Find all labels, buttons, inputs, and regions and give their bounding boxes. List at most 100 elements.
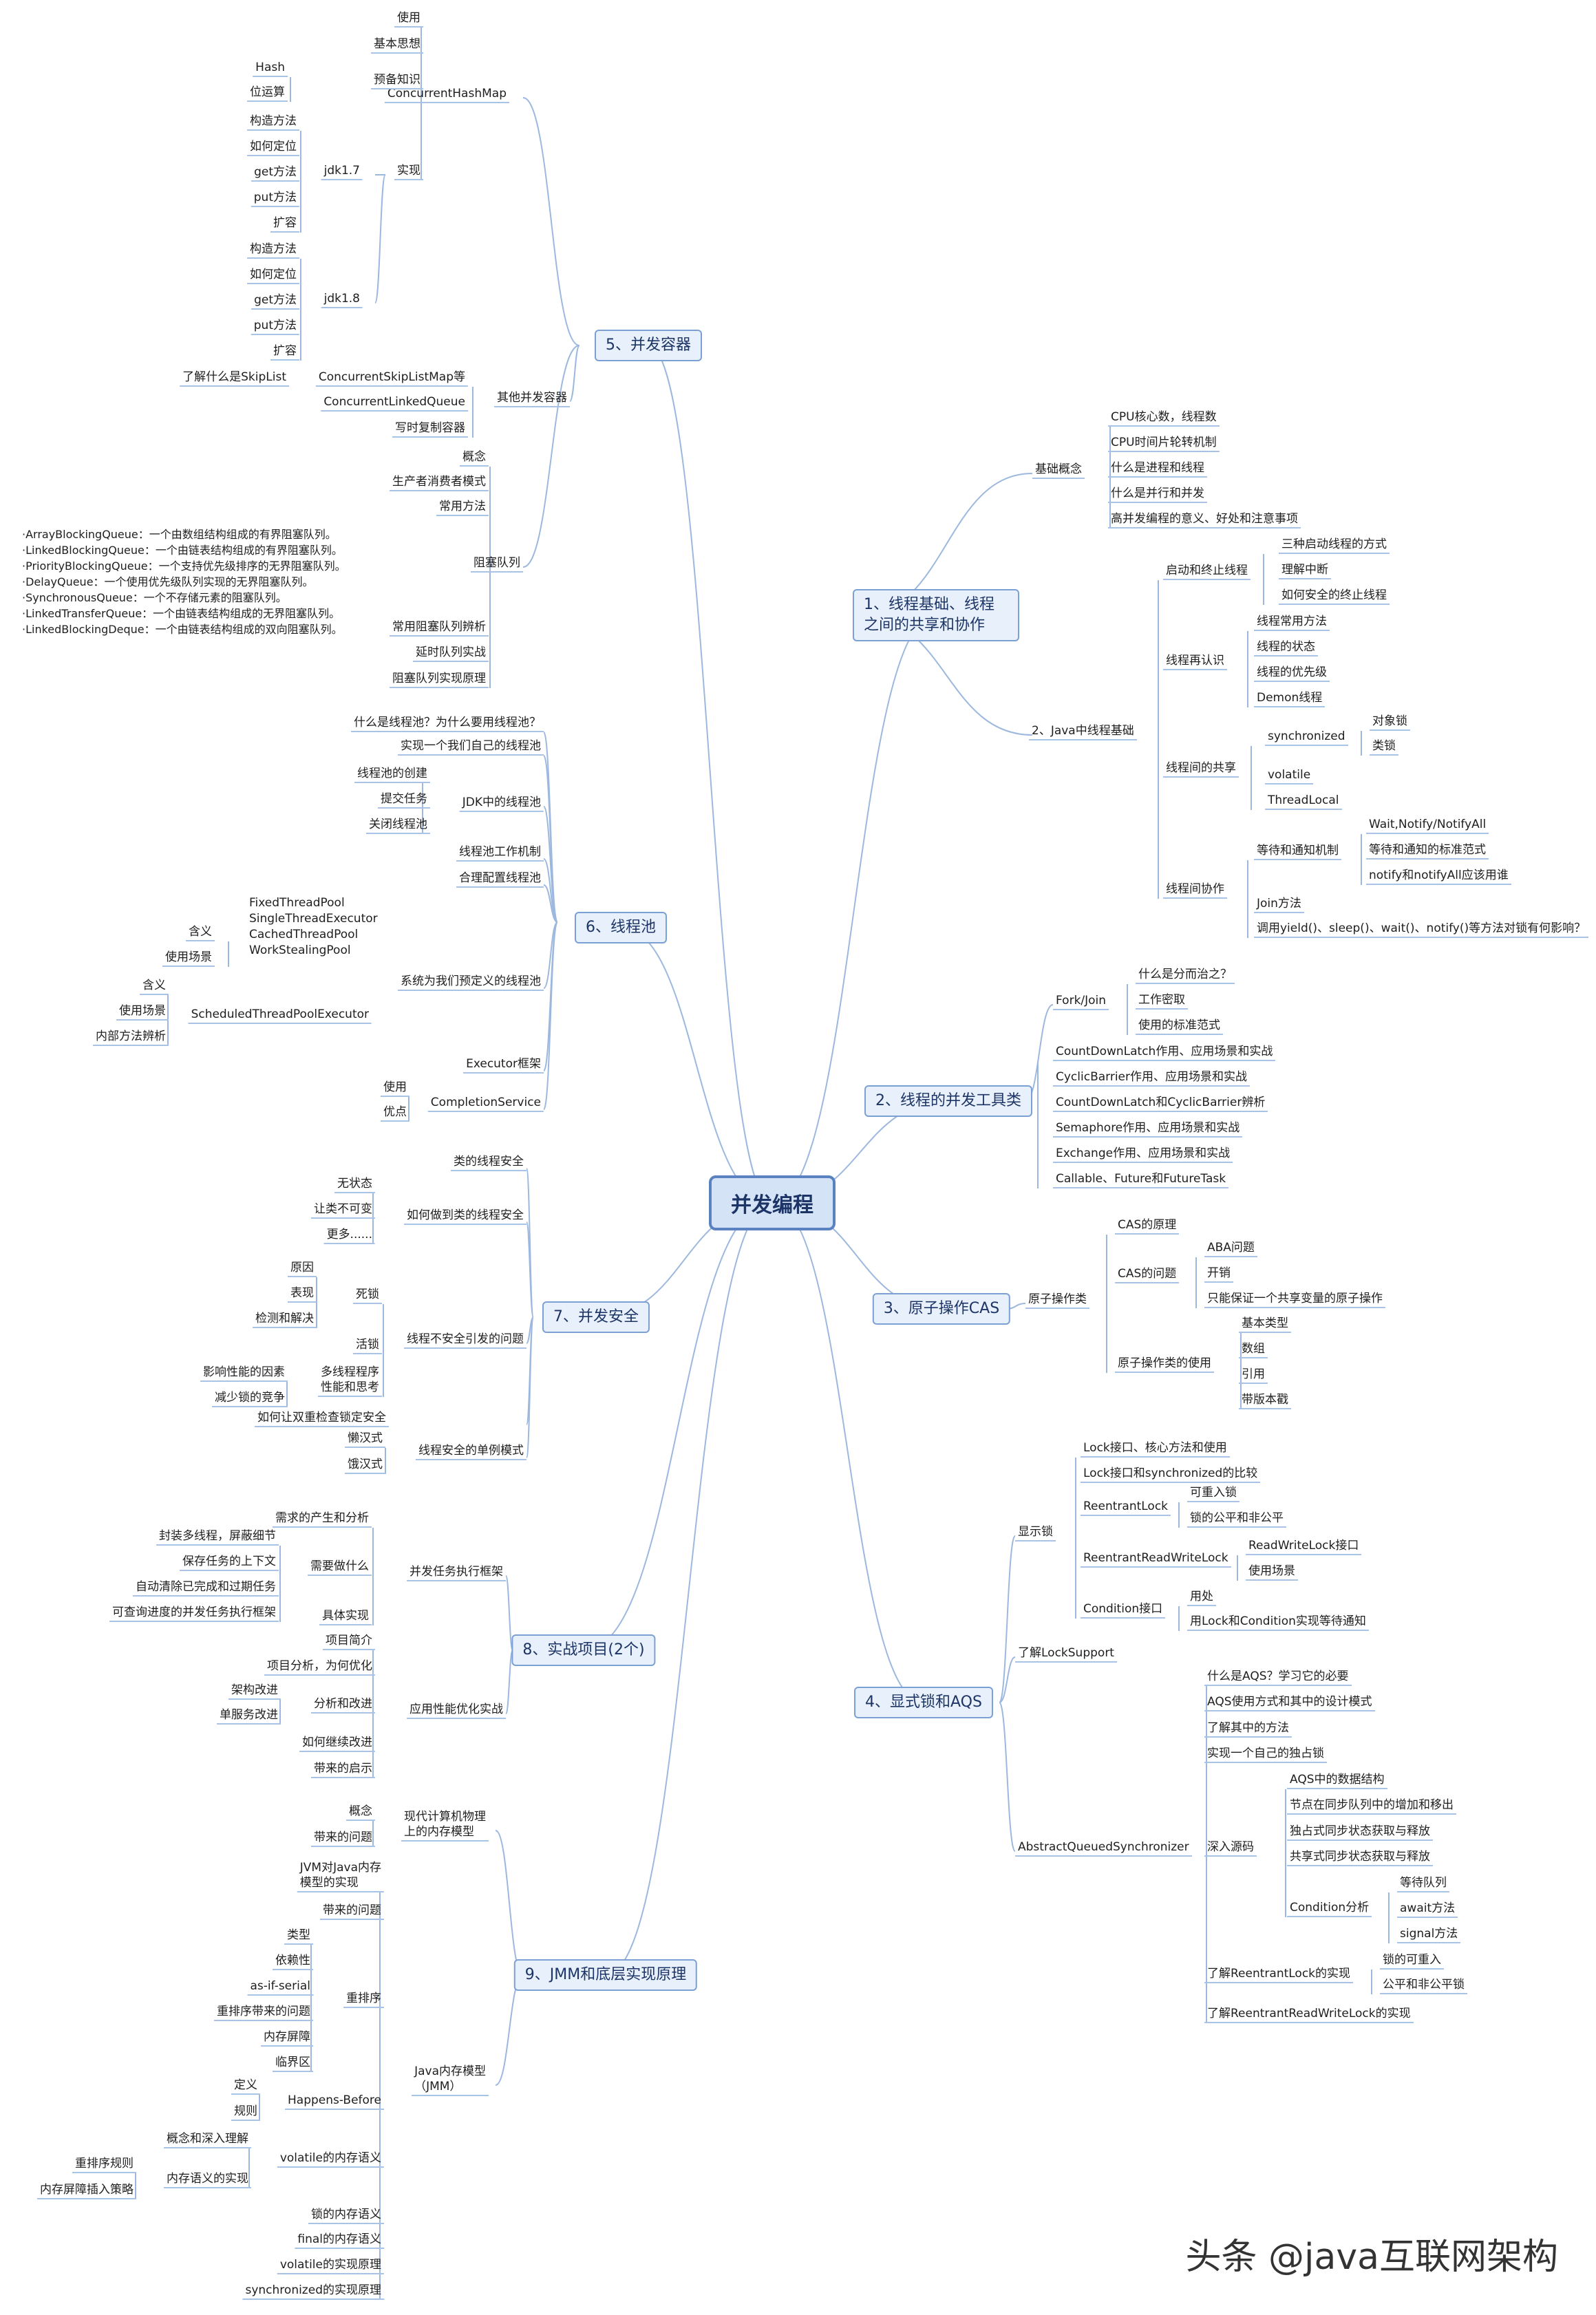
mindmap-node[interactable]: 写时复制容器 (392, 420, 468, 438)
mindmap-node[interactable]: 需要做什么 (308, 1559, 372, 1576)
mindmap-node[interactable]: await方法 (1397, 1901, 1458, 1918)
mindmap-node[interactable]: 引用 (1239, 1367, 1268, 1384)
mindmap-node[interactable]: 实现一个自己的独占锁 (1204, 1746, 1327, 1763)
mindmap-node[interactable]: 带来的启示 (311, 1761, 375, 1778)
mindmap-node[interactable]: 如何继续改进 (299, 1735, 375, 1752)
mindmap-node[interactable]: 对象锁 (1370, 714, 1410, 731)
mindmap-node[interactable]: 无状态 (334, 1176, 375, 1193)
mindmap-node[interactable]: 合理配置线程池 (456, 871, 544, 888)
mindmap-node[interactable]: 内存语义的实现 (164, 2171, 251, 2188)
mindmap-node[interactable]: 内存屏障插入策略 (37, 2182, 136, 2199)
mindmap-node[interactable]: 共享式同步状态获取与释放 (1287, 1849, 1433, 1866)
mindmap-node[interactable]: 等待队列 (1397, 1875, 1449, 1892)
mindmap-node[interactable]: 独占式同步状态获取与释放 (1287, 1824, 1433, 1841)
mindmap-node[interactable]: 实现一个我们自己的线程池 (398, 738, 544, 756)
mindmap-node[interactable]: 概念 (460, 449, 489, 467)
mindmap-node[interactable]: 实现 (394, 163, 423, 180)
mindmap-node[interactable]: final的内存语义 (295, 2232, 384, 2249)
mindmap-node[interactable]: 只能保证一个共享变量的原子操作 (1204, 1291, 1385, 1308)
mindmap-node[interactable]: 其他并发容器 (494, 390, 570, 407)
mindmap-node[interactable]: 基本类型 (1239, 1316, 1291, 1333)
mindmap-node[interactable]: 公平和非公平锁 (1380, 1977, 1467, 1994)
mindmap-node[interactable]: Exchange作用、应用场景和实战 (1053, 1146, 1233, 1163)
mindmap-node[interactable]: synchronized的实现原理 (242, 2283, 384, 2300)
mindmap-node[interactable]: 生产者消费者模式 (390, 474, 489, 491)
mindmap-node[interactable]: 了解ReentrantReadWriteLock的实现 (1204, 2006, 1414, 2023)
mindmap-node[interactable]: 架构改进 (228, 1683, 281, 1700)
mindmap-node[interactable]: 调用yield()、sleep()、wait()、notify()等方法对锁有何… (1254, 921, 1589, 938)
mindmap-node[interactable]: 检测和解决 (253, 1311, 317, 1328)
mindmap-node[interactable]: ·ArrayBlockingQueue：一个由数组结构组成的有界阻塞队列。 (22, 528, 337, 541)
mindmap-node[interactable]: 了解其中的方法 (1204, 1720, 1292, 1738)
mindmap-node[interactable]: Lock接口和synchronized的比较 (1081, 1466, 1261, 1483)
mindmap-node[interactable]: JDK中的线程池 (459, 795, 544, 812)
mindmap-node[interactable]: 如何定位 (247, 139, 299, 156)
mindmap-node[interactable]: 线程不安全引发的问题 (404, 1332, 526, 1349)
mindmap-node[interactable]: 扩容 (270, 343, 299, 361)
mindmap-node[interactable]: 使用 (381, 1080, 409, 1097)
mindmap-node[interactable]: 定义 (231, 2078, 260, 2095)
mindmap-node[interactable]: CompletionService (427, 1095, 544, 1112)
mindmap-node[interactable]: 线程安全的单例模式 (416, 1443, 526, 1460)
mindmap-node[interactable]: 什么是并行和并发 (1108, 486, 1207, 503)
mindmap-node[interactable]: AQS使用方式和其中的设计模式 (1204, 1694, 1375, 1711)
mindmap-node[interactable]: CPU核心数，线程数 (1108, 409, 1220, 427)
mindmap-node[interactable]: 高并发编程的意义、好处和注意事项 (1108, 511, 1301, 529)
mindmap-node[interactable]: 线程间协作 (1163, 882, 1227, 899)
mindmap-node[interactable]: CAS的问题 (1115, 1266, 1180, 1283)
mindmap-node[interactable]: volatile的实现原理 (277, 2257, 384, 2274)
mindmap-node[interactable]: 项目简介 (323, 1633, 375, 1650)
mindmap-node[interactable]: 使用的标准范式 (1136, 1018, 1223, 1035)
mindmap-node[interactable]: 使用场景 (116, 1003, 169, 1021)
mindmap-node[interactable]: put方法 (251, 190, 299, 207)
branch-topic[interactable]: 1、线程基础、线程之间的共享和协作 (853, 589, 1019, 641)
mindmap-node[interactable]: CountDownLatch作用、应用场景和实战 (1053, 1044, 1276, 1061)
mindmap-node[interactable]: 节点在同步队列中的增加和移出 (1287, 1797, 1456, 1815)
mindmap-node[interactable]: 使用场景 (1246, 1564, 1298, 1581)
mindmap-node[interactable]: 含义 (140, 978, 169, 995)
mindmap-node[interactable]: ScheduledThreadPoolExecutor (188, 1007, 372, 1024)
mindmap-node[interactable]: get方法 (251, 164, 299, 182)
mindmap-node[interactable]: ·SynchronousQueue：一个不存储元素的阻塞队列。 (22, 591, 287, 604)
mindmap-node[interactable]: 并发任务执行框架 (407, 1564, 506, 1581)
mindmap-node[interactable]: 构造方法 (247, 242, 299, 259)
mindmap-node[interactable]: ReadWriteLock接口 (1246, 1538, 1362, 1555)
mindmap-node[interactable]: 封装多线程，屏蔽细节 (156, 1528, 279, 1546)
mindmap-node[interactable]: 内存屏障 (261, 2029, 313, 2047)
mindmap-node[interactable]: 具体实现 (319, 1608, 372, 1625)
mindmap-node[interactable]: 概念和深入理解 (164, 2131, 251, 2148)
mindmap-node[interactable]: ConcurrentHashMap (384, 86, 509, 103)
mindmap-node[interactable]: 2、Java中线程基础 (1029, 723, 1137, 740)
mindmap-node[interactable]: SingleThreadExecutor (249, 912, 378, 926)
mindmap-node[interactable]: ReentrantReadWriteLock (1081, 1550, 1231, 1568)
mindmap-node[interactable]: Demon线程 (1254, 690, 1326, 707)
mindmap-node[interactable]: 类型 (284, 1928, 313, 1945)
mindmap-node[interactable]: 死锁 (353, 1287, 382, 1304)
mindmap-node[interactable]: 锁的可重入 (1380, 1952, 1444, 1970)
mindmap-node[interactable]: ·LinkedBlockingDeque：一个由链表结构组成的双向阻塞队列。 (22, 623, 343, 636)
mindmap-node[interactable]: 什么是线程池？为什么要用线程池？ (351, 715, 544, 732)
mindmap-node[interactable]: 关闭线程池 (366, 817, 430, 834)
mindmap-node[interactable]: 含义 (186, 924, 215, 941)
mindmap-node[interactable]: 提交任务 (378, 791, 430, 809)
mindmap-node[interactable]: 锁的公平和非公平 (1187, 1511, 1286, 1528)
branch-topic[interactable]: 5、并发容器 (595, 330, 702, 361)
mindmap-node[interactable]: 现代计算机物理 上的内存模型 (401, 1809, 489, 1842)
mindmap-node[interactable]: 临界区 (273, 2055, 313, 2072)
mindmap-node[interactable]: 显示锁 (1015, 1524, 1056, 1541)
branch-topic[interactable]: 7、并发安全 (542, 1301, 650, 1333)
mindmap-node[interactable]: as-if-serial (247, 1978, 313, 1996)
mindmap-node[interactable]: 启动和终止线程 (1163, 563, 1251, 580)
mindmap-node[interactable]: 类的线程安全 (451, 1154, 526, 1171)
mindmap-node[interactable]: 了解LockSupport (1015, 1645, 1117, 1663)
mindmap-node[interactable]: 用处 (1187, 1589, 1216, 1606)
mindmap-node[interactable]: 什么是AQS？学习它的必要 (1204, 1669, 1352, 1686)
mindmap-node[interactable]: 保存任务的上下文 (180, 1554, 279, 1571)
mindmap-node[interactable]: 带来的问题 (320, 1903, 384, 1920)
mindmap-node[interactable]: Java内存模型 （JMM） (412, 2064, 489, 2096)
mindmap-node[interactable]: 线程再认识 (1163, 653, 1227, 670)
mindmap-node[interactable]: 带版本戳 (1239, 1392, 1291, 1409)
mindmap-node[interactable]: 分析和改进 (311, 1696, 375, 1714)
mindmap-node[interactable]: CountDownLatch和CyclicBarrier辨析 (1053, 1095, 1268, 1112)
mindmap-node[interactable]: 线程的状态 (1254, 639, 1318, 657)
